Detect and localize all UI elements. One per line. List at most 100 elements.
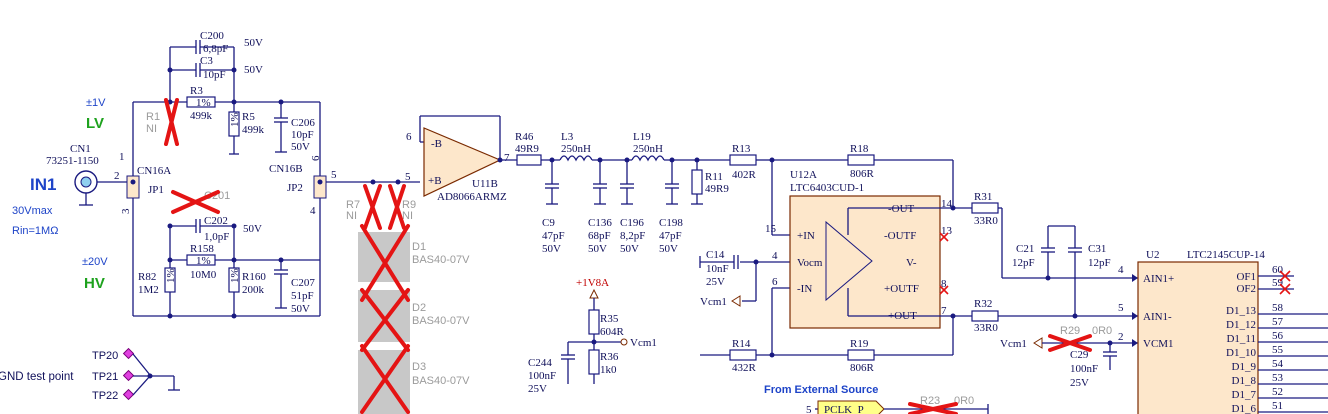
u12a-ref: U12A	[790, 169, 817, 181]
adc-output-name-2: D1_13	[1226, 305, 1256, 317]
c198-value: 47pF	[659, 230, 682, 242]
connector-part: 73251-1150	[46, 155, 99, 167]
hv-label: HV	[84, 275, 105, 292]
d1-ref: D1	[412, 241, 426, 253]
d3-part: BAS40-07V	[412, 375, 470, 387]
u11b-part: AD8066ARMZ	[437, 191, 507, 203]
c207-ref: C207	[291, 277, 315, 289]
r35-ref: R35	[600, 313, 619, 325]
c202-ref: C202	[204, 215, 228, 227]
d2-part: BAS40-07V	[412, 315, 470, 327]
vcm-adc-port-icon	[1033, 337, 1043, 349]
adc-pin-name-0: AIN1+	[1143, 273, 1174, 285]
r32-value: 33R0	[974, 322, 998, 334]
u12a-pin4: 4	[772, 250, 778, 262]
clock-source-label: From External Source	[764, 384, 878, 396]
cn16b-pin6: 6	[310, 155, 322, 161]
adc-body	[1137, 261, 1259, 414]
c202-value: 1,0pF	[204, 231, 229, 243]
u12a-outf2: +OUTF	[884, 283, 919, 295]
pclk-net-port	[817, 400, 885, 414]
u12a-outf1: -OUTF	[884, 230, 916, 242]
input-range: 30Vmax	[12, 205, 53, 217]
r46-value: 49R9	[515, 143, 539, 155]
r82-ref: R82	[138, 271, 156, 283]
c3-voltage: 50V	[244, 64, 263, 76]
c206-ref: C206	[291, 117, 315, 129]
u12a-pin15: 15	[765, 223, 777, 235]
c3-value: 10pF	[203, 69, 226, 81]
adc-part: LTC2145CUP-14	[1187, 249, 1265, 261]
c29-value: 100nF	[1070, 363, 1098, 375]
cn16a-pin1: 1	[119, 151, 125, 163]
u12a-pin14: 14	[941, 198, 953, 210]
c14-ref: C14	[706, 249, 725, 261]
u11b-pin5: 5	[405, 171, 411, 183]
r5-tolerance: 1%	[229, 112, 241, 127]
adc-output-num-4: 56	[1272, 330, 1284, 342]
adc-output-name-0: OF1	[1236, 271, 1256, 283]
r3-tolerance: 1%	[196, 97, 211, 109]
u11b-pos-pin: +B	[428, 175, 442, 187]
adc-output-num-6: 54	[1272, 358, 1284, 370]
bnc-connector-icon	[74, 170, 98, 206]
c206-value: 10pF	[291, 129, 314, 141]
r3-ref: R3	[190, 85, 203, 97]
r9-ref: R9	[402, 199, 416, 211]
input-impedance: Rin=1MΩ	[12, 225, 58, 237]
adc-output-num-0: 60	[1272, 264, 1284, 276]
r29-value: 0R0	[1092, 325, 1112, 337]
c9-value: 47pF	[542, 230, 565, 242]
c198-voltage: 50V	[659, 243, 678, 255]
c3-ref: C3	[200, 55, 213, 67]
filter-caps	[545, 157, 703, 205]
pin-2-label: 2	[114, 170, 120, 182]
clock-pin: 5	[806, 404, 812, 414]
vcm-node-icon	[620, 338, 628, 346]
adc-pin-num-0: 4	[1118, 264, 1124, 276]
c29-voltage: 25V	[1070, 377, 1089, 389]
tp22-label: TP22	[92, 390, 118, 402]
adc-output-num-1: 59	[1272, 277, 1284, 289]
l19-value: 250nH	[633, 143, 663, 155]
r160-value: 200k	[242, 284, 265, 296]
cn16a-label: CN16A	[137, 165, 171, 177]
r9-ni: NI	[402, 210, 413, 222]
clock-net: PCLK_P	[824, 404, 864, 414]
l3-inductor-icon	[559, 155, 593, 162]
r160-ref: R160	[242, 271, 266, 283]
r82-tolerance: 1%	[165, 268, 177, 283]
adc-output-name-1: OF2	[1236, 283, 1256, 295]
r36-value: 1k0	[600, 364, 617, 376]
c207-value: 51pF	[291, 290, 314, 302]
c14-voltage: 25V	[706, 276, 725, 288]
u12a-pin7: 7	[941, 305, 947, 317]
jp2-switch-icon	[313, 175, 327, 199]
c200-ref: C200	[200, 30, 224, 42]
adc-output-num-8: 52	[1272, 386, 1283, 398]
r13-ref: R13	[732, 143, 751, 155]
l19-inductor-icon	[631, 155, 665, 162]
hv-range-label: ±20V	[82, 256, 108, 268]
adc-pin-name-2: VCM1	[1143, 338, 1174, 350]
u12a-pin8: 8	[941, 278, 947, 290]
u12a-vocm: Vocm	[797, 257, 823, 269]
d1-part: BAS40-07V	[412, 254, 470, 266]
c9-ref: C9	[542, 217, 555, 229]
r23-ref: R23	[920, 395, 940, 407]
u12a-vneg: V-	[906, 257, 917, 269]
r36-ref: R36	[600, 351, 619, 363]
r160-tolerance: 1%	[229, 268, 241, 283]
r82-value: 1M2	[138, 284, 159, 296]
c207-voltage: 50V	[291, 303, 310, 315]
adc-ref: U2	[1146, 249, 1159, 261]
lv-label: LV	[86, 115, 104, 132]
c202-voltage: 50V	[243, 223, 262, 235]
c198-ref: C198	[659, 217, 683, 229]
r5-ref: R5	[242, 111, 255, 123]
input-name: IN1	[30, 175, 56, 194]
adc-vcm-net: Vcm1	[1000, 338, 1027, 350]
r14-value: 432R	[732, 362, 757, 374]
c196-ref: C196	[620, 217, 644, 229]
